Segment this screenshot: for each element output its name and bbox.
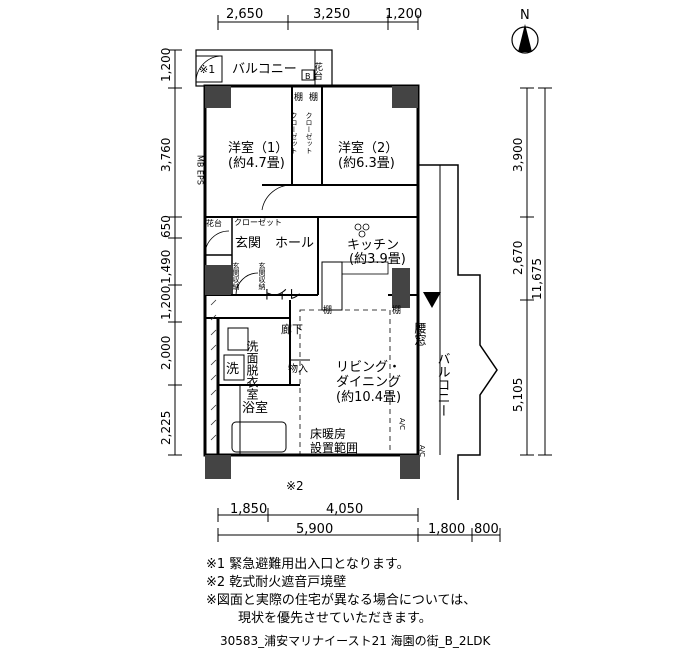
bottom-dim-4: 1,800 bbox=[428, 522, 465, 537]
note-4: 現状を優先させていただきます。 bbox=[238, 611, 432, 626]
svg-text:N: N bbox=[520, 8, 530, 23]
living-name-1: リビング・ bbox=[336, 360, 401, 375]
left-dim-2: 3,760 bbox=[159, 138, 173, 172]
b-mark: B bbox=[305, 72, 311, 81]
hall-label: ホール bbox=[275, 236, 314, 251]
floor-plan: 2,650 3,250 1,200 N 1,200 3,760 650 1,49… bbox=[159, 7, 552, 542]
walls bbox=[195, 49, 498, 500]
note-1: ※1 緊急避難用出入口となります。 bbox=[206, 557, 410, 572]
bottom-dim-1: 1,850 bbox=[230, 502, 267, 517]
left-dim-6: 2,000 bbox=[159, 336, 173, 370]
kitchen-size: (約3.9畳) bbox=[349, 252, 406, 267]
note-2: ※2 乾式耐火遮音戸境壁 bbox=[206, 575, 347, 590]
western-room-1-size: (約4.7畳) bbox=[228, 156, 285, 171]
entrance-storage-1: 玄関収納 bbox=[232, 261, 240, 291]
storage-items-1: 物入 bbox=[288, 362, 308, 375]
right-dim-total: 11,675 bbox=[530, 258, 544, 300]
left-dim-3: 650 bbox=[159, 215, 173, 238]
note2-mark: ※2 bbox=[286, 479, 304, 493]
floor-heat-label-2: 設置範囲 bbox=[310, 440, 358, 455]
closet-label-b: クローゼット bbox=[305, 112, 313, 154]
shelf-label-2: 棚 bbox=[309, 91, 318, 103]
toilet-label: トイレ bbox=[262, 288, 301, 303]
bottom-dim-3: 5,900 bbox=[296, 522, 333, 537]
mb-eps-label: MB EPS bbox=[196, 155, 205, 185]
left-dim-5: 1,200 bbox=[159, 286, 173, 320]
dressing-room-label: 洗面脱衣室 bbox=[245, 340, 259, 400]
bottom-dim-5: 800 bbox=[474, 522, 499, 537]
closet-hall-label: クローゼット bbox=[234, 217, 282, 227]
living-size: (約10.4畳) bbox=[336, 390, 401, 405]
left-dimensions bbox=[168, 49, 182, 456]
entrance-storage-2: 玄関収納 bbox=[258, 261, 266, 291]
top-dim-1: 2,650 bbox=[226, 7, 263, 22]
flowerbed-left-label: 花台 bbox=[206, 218, 222, 228]
property-caption: 30583_浦安マリナイースト21 海園の街_B_2LDK bbox=[220, 634, 491, 648]
right-dim-2: 2,670 bbox=[511, 241, 525, 275]
left-dim-7: 2,225 bbox=[159, 411, 173, 445]
western-room-1-name: 洋室（1） bbox=[228, 140, 288, 156]
balcony-top-label: バルコニー bbox=[232, 62, 297, 77]
bottom-dim-2: 4,050 bbox=[326, 502, 363, 517]
kitchen-name: キッチン bbox=[347, 238, 399, 253]
right-dim-1: 3,900 bbox=[511, 138, 525, 172]
entrance-label: 玄関 bbox=[235, 236, 261, 251]
western-room-2-name: 洋室（2） bbox=[338, 140, 398, 156]
ac-label-1: A/C bbox=[398, 418, 406, 430]
fire-wall-hatch bbox=[210, 299, 217, 441]
waist-window-label: 腰窓 bbox=[413, 322, 427, 346]
shelf-label-1: 棚 bbox=[294, 91, 303, 103]
western-room-2-size: (約6.3畳) bbox=[338, 156, 395, 171]
top-dimensions bbox=[217, 15, 419, 30]
window-indicator-icon bbox=[423, 292, 441, 308]
bottom-dimensions bbox=[217, 508, 501, 542]
notes-block: ※1 緊急避難用出入口となります。 ※2 乾式耐火遮音戸境壁 ※図面と実際の住宅… bbox=[206, 556, 476, 628]
note-3: ※図面と実際の住宅が異なる場合については、 bbox=[206, 593, 477, 608]
top-dim-3: 1,200 bbox=[385, 7, 422, 22]
note1-mark: ※1 bbox=[199, 63, 215, 76]
floor-heat-label-1: 床暖房 bbox=[310, 426, 346, 441]
shelf-label-4: 棚 bbox=[392, 304, 401, 316]
closet-label-a: クローゼット bbox=[290, 112, 298, 154]
north-compass-icon: N bbox=[511, 8, 539, 54]
shelf-label-3: 棚 bbox=[323, 304, 332, 316]
top-dim-2: 3,250 bbox=[313, 7, 350, 22]
balcony-right-label: バルコニー bbox=[435, 352, 451, 417]
right-dimensions bbox=[520, 87, 552, 456]
flowerbed-top-label: 花台 bbox=[312, 61, 323, 81]
washer-label: 洗 bbox=[226, 362, 239, 377]
left-dim-1: 1,200 bbox=[159, 48, 173, 82]
bath-label: 浴室 bbox=[242, 400, 268, 416]
ac-label-2: A/C bbox=[418, 445, 426, 457]
living-name-2: ダイニング bbox=[336, 375, 401, 390]
corridor-label: 廊下 bbox=[281, 322, 303, 336]
right-dim-3: 5,105 bbox=[511, 378, 525, 412]
columns bbox=[205, 86, 420, 479]
left-dim-4: 1,490 bbox=[159, 250, 173, 284]
